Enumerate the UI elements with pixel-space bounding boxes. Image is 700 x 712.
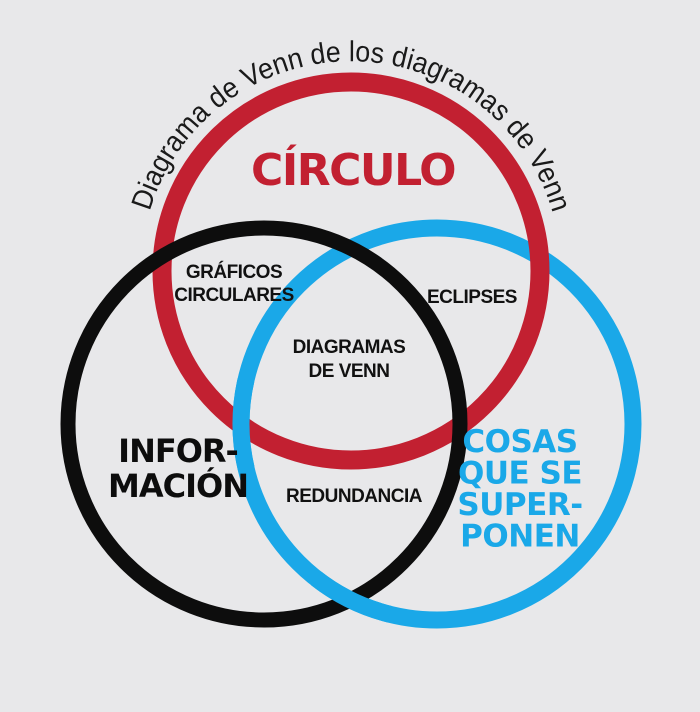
label-intersection-eclipses: ECLIPSES xyxy=(427,287,517,308)
label-set-informacion-line1: INFOR- xyxy=(118,432,238,470)
label-set-circulo: CÍRCULO xyxy=(251,143,455,196)
label-intersection-graficos-line2: CIRCULARES xyxy=(174,285,294,306)
label-set-cosas-line4: PONEN xyxy=(460,519,580,555)
label-intersection-graficos-line1: GRÁFICOS xyxy=(186,261,282,283)
label-intersection-diagramas-line1: DIAGRAMAS xyxy=(293,337,406,358)
label-set-cosas-line1: COSAS xyxy=(462,424,577,460)
label-set-cosas-line3: SUPER- xyxy=(457,487,582,523)
black-circle-informacion xyxy=(60,220,468,628)
blue-over-red-weave-segment xyxy=(232,377,255,471)
blue-over-black-weave-segment xyxy=(311,571,392,623)
label-set-informacion-line2: MACIÓN xyxy=(108,466,248,505)
red-circle-circulo xyxy=(152,72,550,470)
label-intersection-diagramas-line2: DE VENN xyxy=(309,361,390,382)
label-set-cosas-line2: QUE SE xyxy=(458,456,582,492)
label-intersection-redundancia: REDUNDANCIA xyxy=(286,486,423,507)
